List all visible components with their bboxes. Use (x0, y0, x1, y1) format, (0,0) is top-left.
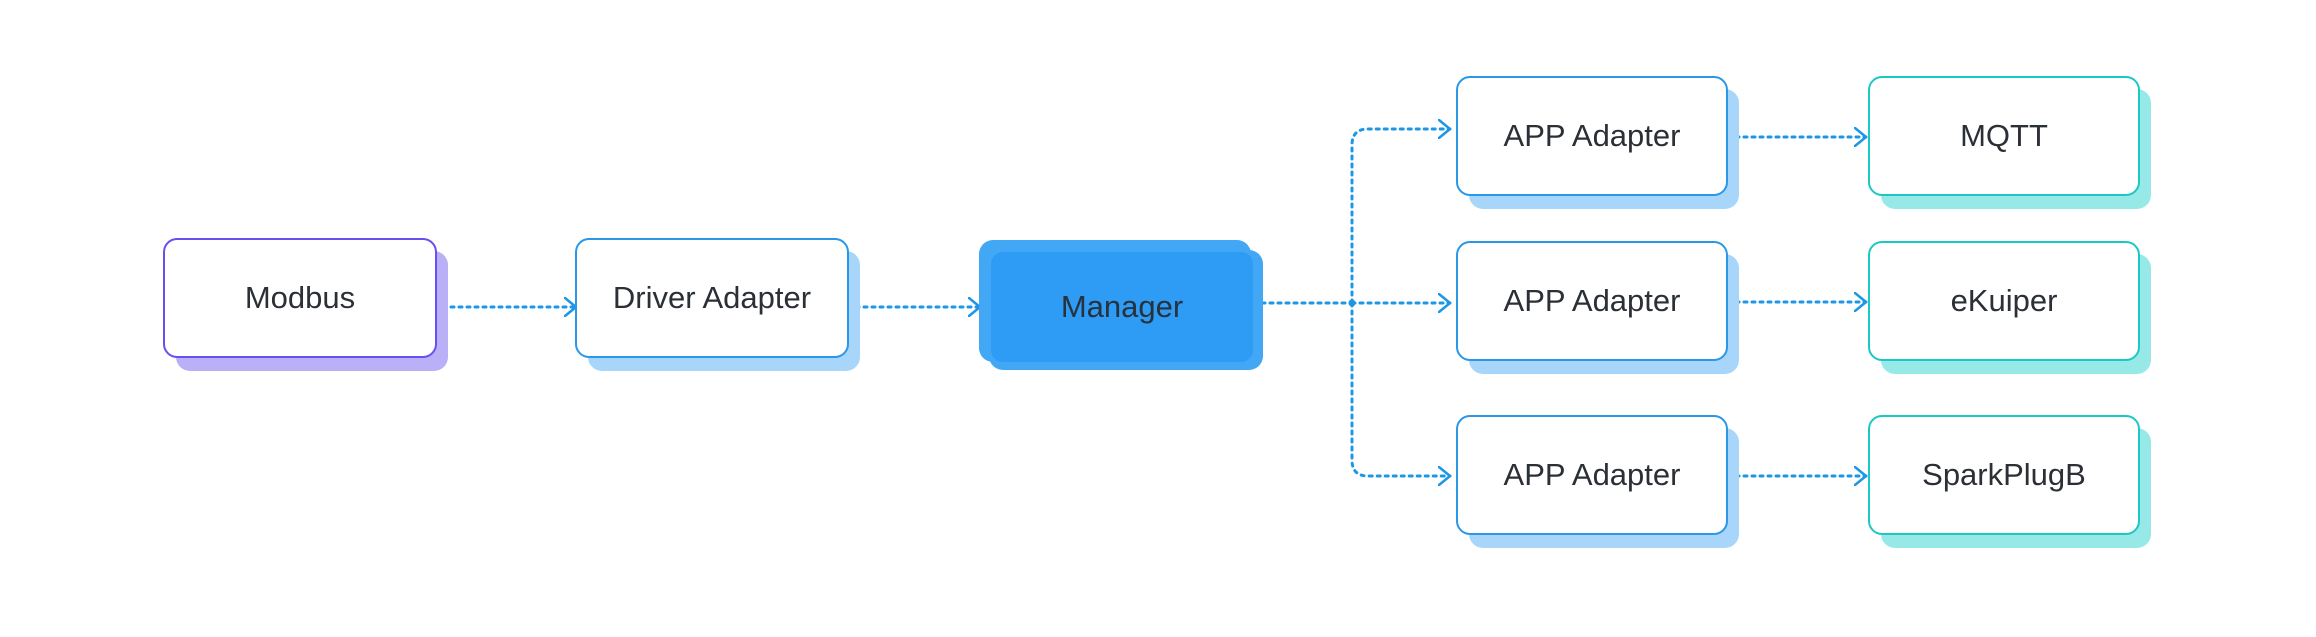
app-adapter-label: APP Adapter (1503, 118, 1681, 153)
driver-adapter-label: Driver Adapter (612, 280, 812, 315)
manager-label: Manager (1060, 289, 1184, 324)
branch-junction (1348, 299, 1356, 307)
arrow-branch-to-app-3 (1350, 301, 1452, 476)
sparkplugb-label: SparkPlugB (1922, 457, 2086, 492)
ekuiper-label: eKuiper (1950, 283, 2058, 318)
app-adapter-label: APP Adapter (1503, 283, 1681, 318)
modbus-label: Modbus (244, 280, 356, 315)
mqtt-label: MQTT (1960, 118, 2048, 153)
arrow-branch-to-app-1 (1350, 129, 1452, 305)
app-adapter-label: APP Adapter (1503, 457, 1681, 492)
